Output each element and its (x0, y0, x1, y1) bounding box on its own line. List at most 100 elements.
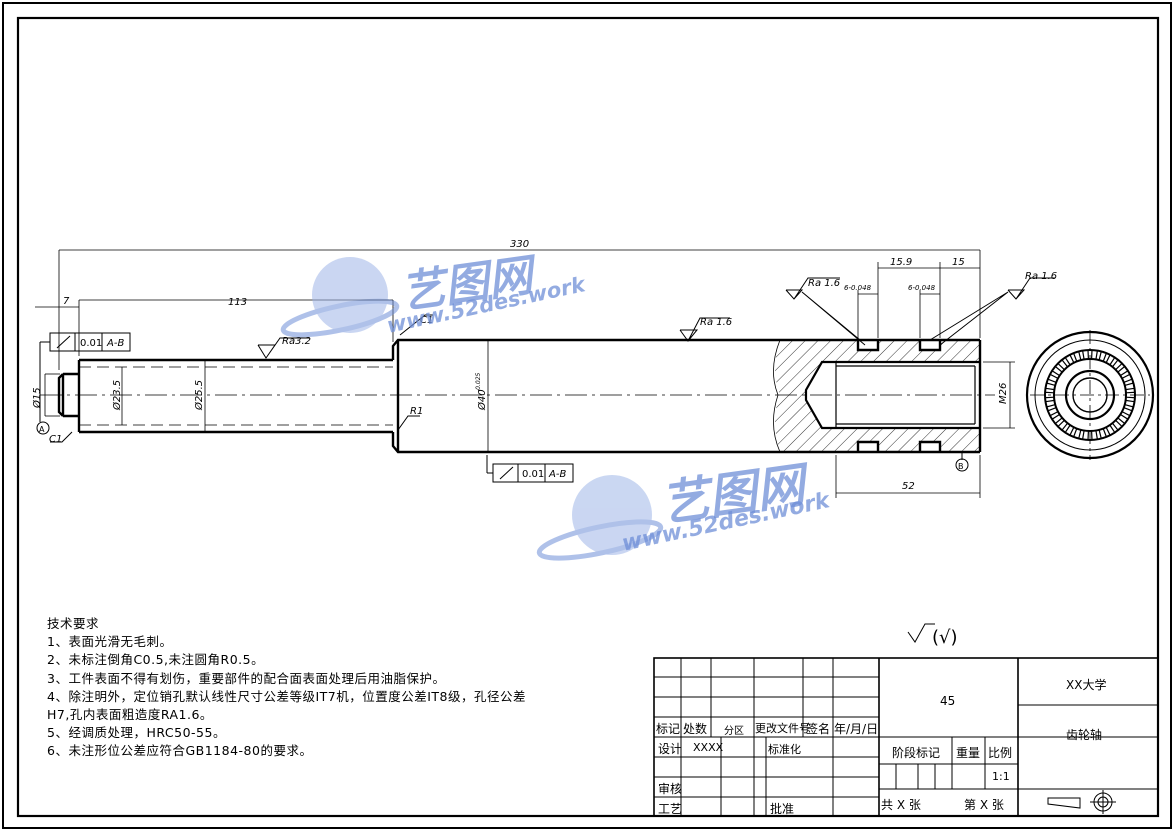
gear-tooth (1051, 413, 1063, 425)
dim-15: 15 (952, 257, 965, 268)
title-block-lines (653, 657, 1159, 817)
tb-date: 年/月/日 (834, 722, 879, 736)
radius-r1: R1 (410, 406, 423, 417)
datum-b-label: B (958, 462, 964, 471)
gear-tooth (1044, 399, 1056, 408)
gear-tooth (1051, 365, 1063, 377)
tech-req-item: 4、除注明外，定位销孔默认线性尺寸公差等级IT7机，位置度公差IT8级，孔径公差 (47, 688, 527, 704)
tolerance-frame-left (36, 332, 131, 435)
tb-stage-mark: 阶段标记 (892, 746, 941, 760)
tech-req-title: 技术要求 (47, 616, 100, 631)
tb-standardize: 标准化 (768, 743, 801, 756)
tech-req-item: 3、工件表面不得有划伤，重要部件的配合面表面处理后用油脂保护。 (47, 670, 446, 686)
roughness-ra16-mid: Ra 1.6 (700, 317, 732, 328)
dim-thread: M26 (998, 383, 1009, 404)
gear-teeth (1044, 349, 1136, 441)
dim-dia-25-5: Ø25.5 (193, 380, 205, 411)
chamfer-c1-top: C1 (420, 315, 433, 326)
gear-tooth (1047, 407, 1059, 417)
tb-total-sheets: 共 X 张 (881, 798, 921, 812)
tb-school: XX大学 (1066, 678, 1107, 692)
tol-bottom-value: 0.01 (522, 469, 544, 480)
gear-tooth (1081, 430, 1089, 441)
tol-left-datum: A-B (106, 338, 124, 349)
roughness-ra16-right: Ra 1.6 (1025, 271, 1057, 282)
gear-tooth (1057, 358, 1069, 371)
tb-sheet-no: 第 X 张 (964, 798, 1004, 812)
dim-52: 52 (902, 481, 915, 492)
tb-review: 审核 (658, 782, 683, 796)
gear-tooth (1111, 358, 1123, 371)
gear-tooth (1111, 419, 1123, 432)
gear-tooth (1124, 382, 1136, 391)
gear-tooth (1064, 353, 1075, 366)
tech-requirements: 技术要求 1、表面光滑无毛刺。 2、未标注倒角C0.5,未注圆角R0.5。 3、… (47, 615, 526, 761)
gear-tooth (1121, 373, 1133, 383)
gear-tooth (1072, 428, 1082, 440)
tb-design: 设计 (658, 742, 683, 756)
dim-dia-40: Ø40 (476, 389, 488, 411)
tb-scale-value: 1:1 (992, 770, 1010, 783)
tb-zone: 分区 (724, 726, 744, 737)
dim-dia-15: Ø15 (31, 387, 43, 409)
gear-tooth (1047, 373, 1059, 383)
tb-scale: 比例 (988, 746, 1013, 760)
watermark-globe-bottom (536, 475, 664, 561)
gear-tooth (1124, 399, 1136, 408)
tol-left-value: 0.01 (80, 338, 102, 349)
gear-tooth (1044, 382, 1056, 391)
gear-tooth (1105, 424, 1116, 437)
tb-material: 45 (940, 694, 956, 708)
groove-dim-1: 6-0.048 (844, 284, 872, 292)
tech-req-item: 1、表面光滑无毛刺。 (47, 634, 173, 650)
tech-req-item: H7,孔内表面粗造度RA1.6。 (47, 707, 213, 723)
gear-tooth (1064, 424, 1075, 437)
watermark-globe-top (280, 257, 400, 338)
gear-tooth (1125, 391, 1136, 399)
gear-tooth (1044, 391, 1055, 399)
gear-tooth (1098, 428, 1108, 440)
bore-section (773, 339, 980, 453)
dim-dia-23-5: Ø23.5 (111, 380, 123, 411)
tb-part-name: 齿轮轴 (1066, 728, 1103, 742)
gear-tooth (1081, 349, 1089, 360)
tech-req-item: 6、未注形位公差应符合GB1184-80的要求。 (47, 743, 313, 759)
inner-frame (16, 16, 1160, 818)
gear-tooth (1091, 349, 1099, 360)
roughness-ra32: Ra3.2 (282, 336, 311, 347)
general-roughness: (√) (932, 627, 958, 648)
chamfer-c1-bottom: C1 (49, 434, 62, 445)
tolerance-frame-bottom (486, 455, 574, 483)
gear-tooth (1117, 413, 1129, 425)
gear-tooth (1057, 419, 1069, 432)
tb-approve: 批准 (770, 802, 795, 816)
gear-tooth (1105, 353, 1116, 366)
dim-7: 7 (63, 296, 70, 307)
datum-b-marker (955, 452, 969, 472)
gear-tooth (1072, 350, 1082, 362)
tol-bottom-datum: A-B (548, 469, 566, 480)
tb-change-doc: 更改文件号 (755, 722, 810, 735)
tb-process: 工艺 (658, 802, 683, 816)
dimension-lines (35, 249, 1015, 498)
tech-req-item: 5、经调质处理，HRC50-55。 (47, 725, 226, 741)
gear-tooth (1121, 407, 1133, 417)
gear-tooth (1117, 365, 1129, 377)
tb-mark: 标记 (656, 722, 681, 736)
dim-113: 113 (228, 297, 247, 308)
roughness-ra16-left: Ra 1.6 (808, 278, 840, 289)
tb-sign: 签名 (806, 722, 831, 736)
tb-count: 处数 (683, 722, 708, 736)
tb-weight: 重量 (956, 746, 981, 760)
dim-15-9: 15.9 (890, 257, 912, 268)
dim-dia-40-tol: -0.025 (475, 372, 482, 392)
roughness-symbols (50, 277, 1055, 643)
tech-req-item: 2、未标注倒角C0.5,未注圆角R0.5。 (47, 652, 265, 668)
tb-designer: XXXX (693, 741, 724, 754)
gear-tooth (1098, 350, 1108, 362)
gear-tooth (1091, 430, 1099, 441)
datum-a-label: A (39, 425, 45, 434)
dim-total-length: 330 (510, 239, 529, 250)
